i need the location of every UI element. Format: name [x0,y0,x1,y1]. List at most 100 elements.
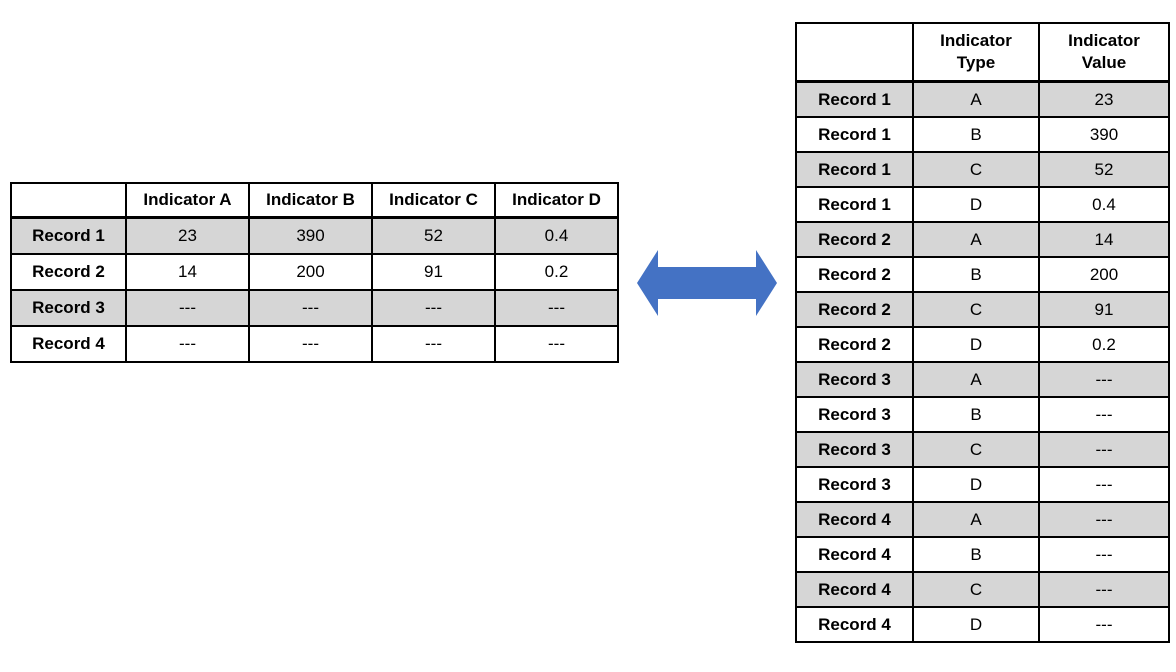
row-label: Record 2 [795,291,914,328]
column-header: Indicator Value [1038,22,1170,83]
row-label: Record 2 [795,256,914,293]
column-header: Indicator Type [912,22,1040,83]
indicator-type-cell: A [912,501,1040,538]
indicator-value-cell: --- [1038,571,1170,608]
corner-header-cell [795,22,914,83]
indicator-type-cell: C [912,291,1040,328]
indicator-value-cell: 0.4 [1038,186,1170,223]
indicator-type-cell: C [912,431,1040,468]
cell-value: --- [248,325,373,363]
cell-value: 0.2 [494,253,619,291]
row-label: Record 2 [795,326,914,363]
indicator-value-cell: --- [1038,431,1170,468]
cell-value: --- [371,325,496,363]
indicator-type-cell: B [912,116,1040,153]
row-label: Record 1 [795,116,914,153]
row-label: Record 4 [10,325,127,363]
column-header: Indicator A [125,182,250,219]
cell-value: --- [125,325,250,363]
row-label: Record 4 [795,571,914,608]
cell-value: --- [125,289,250,327]
row-label: Record 3 [795,466,914,503]
indicator-type-cell: C [912,571,1040,608]
indicator-value-cell: 52 [1038,151,1170,188]
indicator-value-cell: --- [1038,361,1170,398]
cell-value: --- [248,289,373,327]
indicator-type-cell: D [912,326,1040,363]
header-row: Indicator Type Indicator Value [795,22,1170,83]
column-header: Indicator B [248,182,373,219]
cell-value: --- [494,289,619,327]
cell-value: 14 [125,253,250,291]
indicator-type-cell: A [912,221,1040,258]
corner-header-cell [10,182,127,219]
header-row: Indicator A Indicator B Indicator C Indi… [10,182,619,219]
indicator-type-cell: D [912,606,1040,643]
cell-value: 200 [248,253,373,291]
row-label: Record 3 [795,361,914,398]
left-right-arrow-shape [637,250,777,316]
indicator-type-cell: D [912,186,1040,223]
indicator-type-cell: A [912,361,1040,398]
indicator-value-cell: --- [1038,536,1170,573]
row-label: Record 1 [795,186,914,223]
column-header: Indicator C [371,182,496,219]
transform-arrow [637,250,777,316]
cell-value: --- [494,325,619,363]
indicator-type-cell: B [912,536,1040,573]
table-row: Record 3------------ [10,289,619,327]
indicator-value-cell: 91 [1038,291,1170,328]
indicator-type-cell: B [912,396,1040,433]
row-label: Record 4 [795,536,914,573]
row-label: Record 1 [795,151,914,188]
row-label: Record 2 [795,221,914,258]
row-label: Record 1 [795,80,914,118]
row-label: Record 4 [795,606,914,643]
column-header: Indicator D [494,182,619,219]
cell-value: 52 [371,216,496,255]
cell-value: 0.4 [494,216,619,255]
indicator-type-cell: B [912,256,1040,293]
indicator-value-cell: --- [1038,501,1170,538]
cell-value: 91 [371,253,496,291]
indicator-value-cell: 14 [1038,221,1170,258]
indicator-type-cell: A [912,80,1040,118]
table-row: Record 4------------ [10,325,619,363]
indicator-value-cell: 390 [1038,116,1170,153]
row-label: Record 3 [795,431,914,468]
cell-value: 390 [248,216,373,255]
row-label: Record 3 [10,289,127,327]
indicator-value-cell: --- [1038,396,1170,433]
indicator-value-cell: --- [1038,606,1170,643]
indicator-value-cell: 200 [1038,256,1170,293]
wide-format-table: Indicator A Indicator B Indicator C Indi… [10,182,619,363]
left-right-arrow-icon [637,250,777,316]
indicator-value-cell: 23 [1038,80,1170,118]
row-label: Record 2 [10,253,127,291]
indicator-type-cell: D [912,466,1040,503]
indicator-type-cell: C [912,151,1040,188]
indicator-value-cell: 0.2 [1038,326,1170,363]
row-label: Record 4 [795,501,914,538]
row-label: Record 3 [795,396,914,433]
cell-value: 23 [125,216,250,255]
indicator-value-cell: --- [1038,466,1170,503]
